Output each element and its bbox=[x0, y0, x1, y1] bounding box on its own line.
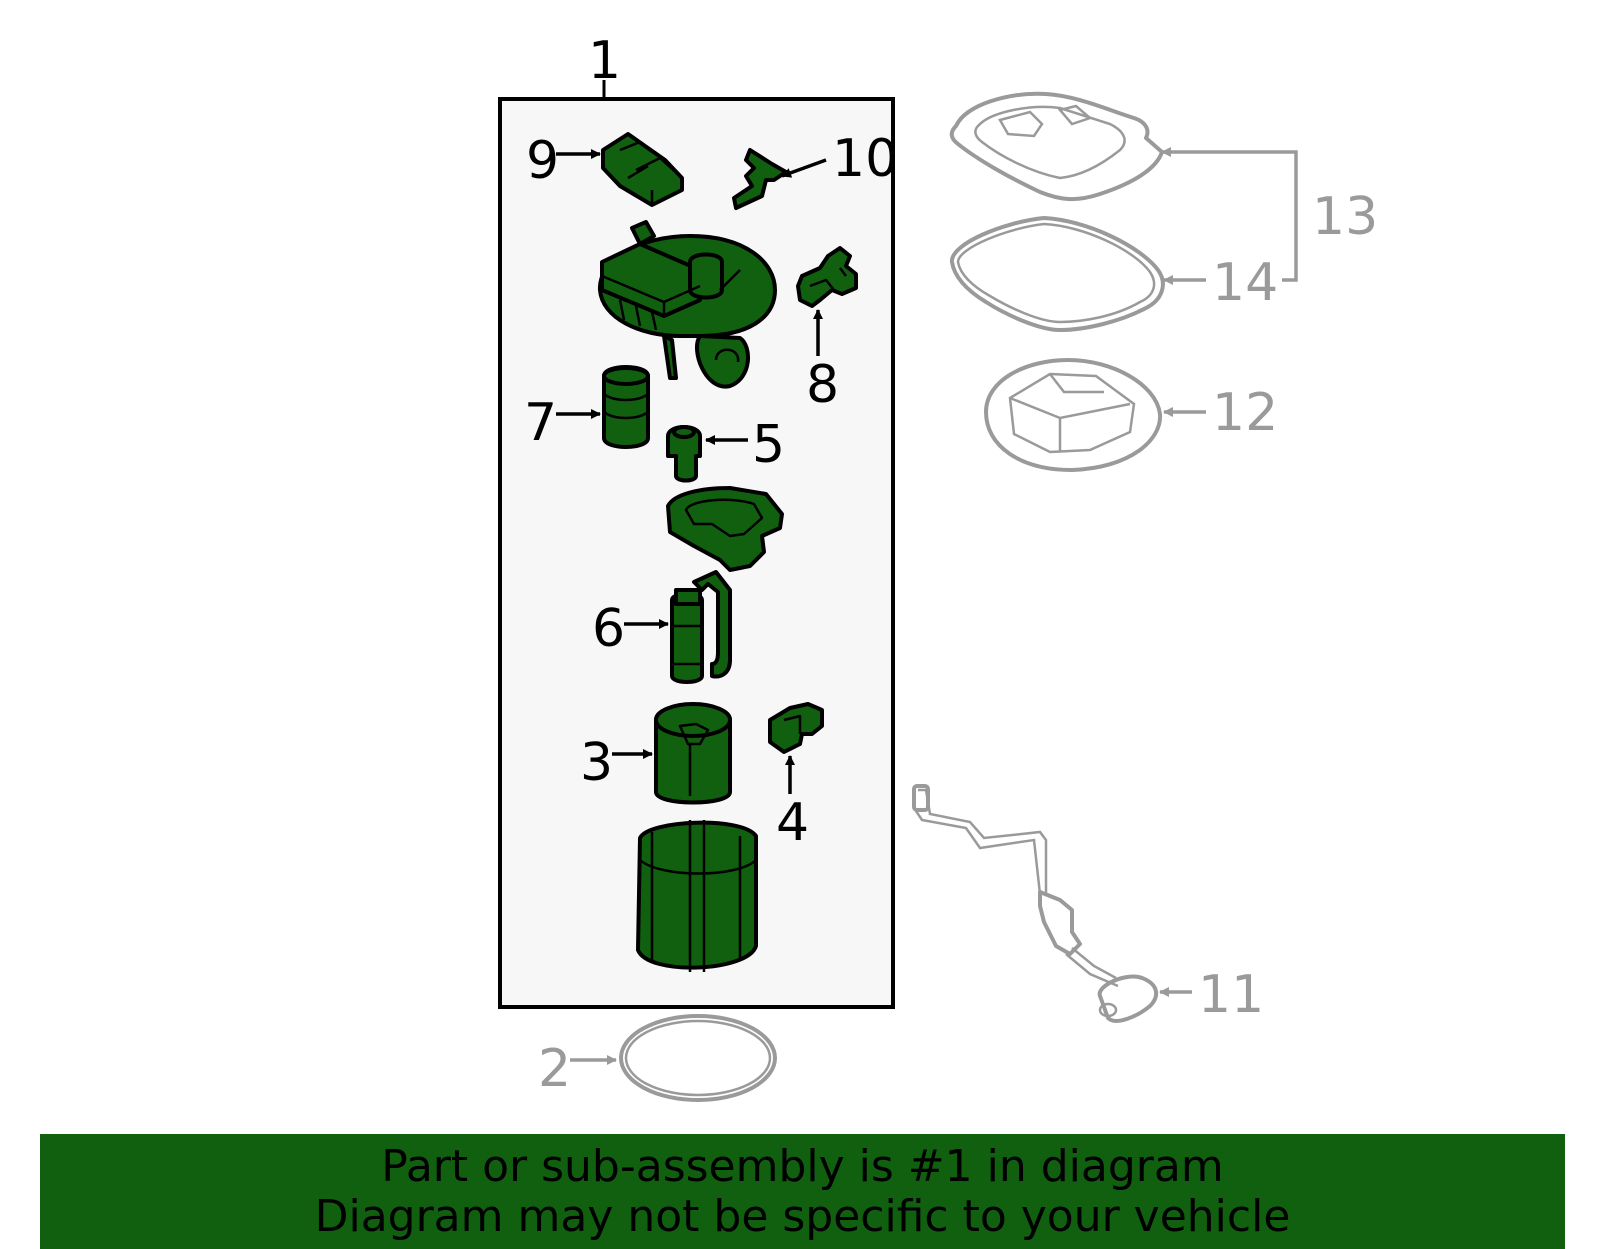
banner-line-2: Diagram may not be specific to your vehi… bbox=[314, 1191, 1291, 1242]
part-11-sender bbox=[912, 784, 1159, 1023]
disclaimer-banner: Part or sub-assembly is #1 in diagram Di… bbox=[40, 1134, 1565, 1249]
part-14-seal bbox=[950, 216, 1165, 332]
part-12-lock-ring bbox=[984, 358, 1163, 472]
pump-bracket bbox=[666, 486, 784, 572]
callout-1: 1 bbox=[588, 31, 621, 91]
callout-7: 7 bbox=[524, 393, 557, 453]
callout-13-bracket bbox=[1161, 147, 1298, 212]
part-2-gasket bbox=[619, 1014, 777, 1102]
callout-9: 9 bbox=[526, 131, 559, 191]
callout-4: 4 bbox=[776, 793, 809, 853]
callout-10-arrow bbox=[781, 158, 827, 178]
pump-flange bbox=[597, 220, 777, 389]
part-3-canister bbox=[654, 702, 732, 805]
callout-10: 10 bbox=[832, 129, 898, 189]
callout-11: 11 bbox=[1198, 965, 1264, 1025]
part-7-filter bbox=[602, 365, 650, 449]
part-4-sensor bbox=[768, 702, 824, 754]
callout-13: 13 bbox=[1312, 187, 1378, 247]
callout-5: 5 bbox=[752, 415, 785, 475]
callout-14: 14 bbox=[1212, 253, 1278, 313]
lower-housing bbox=[636, 820, 758, 972]
banner-line-1: Part or sub-assembly is #1 in diagram bbox=[381, 1141, 1224, 1192]
callout-8: 8 bbox=[806, 355, 839, 415]
callout-2: 2 bbox=[538, 1039, 571, 1099]
callout-3: 3 bbox=[580, 733, 613, 793]
callout-6: 6 bbox=[592, 599, 625, 659]
part-5-valve bbox=[666, 425, 702, 483]
part-13-cover bbox=[949, 91, 1164, 201]
callout-12: 12 bbox=[1212, 383, 1278, 443]
part-8-connector bbox=[796, 246, 858, 308]
part-9-connector bbox=[601, 132, 684, 207]
part-6-pump bbox=[670, 570, 732, 684]
callout-13-bracket-lower bbox=[1282, 212, 1298, 282]
